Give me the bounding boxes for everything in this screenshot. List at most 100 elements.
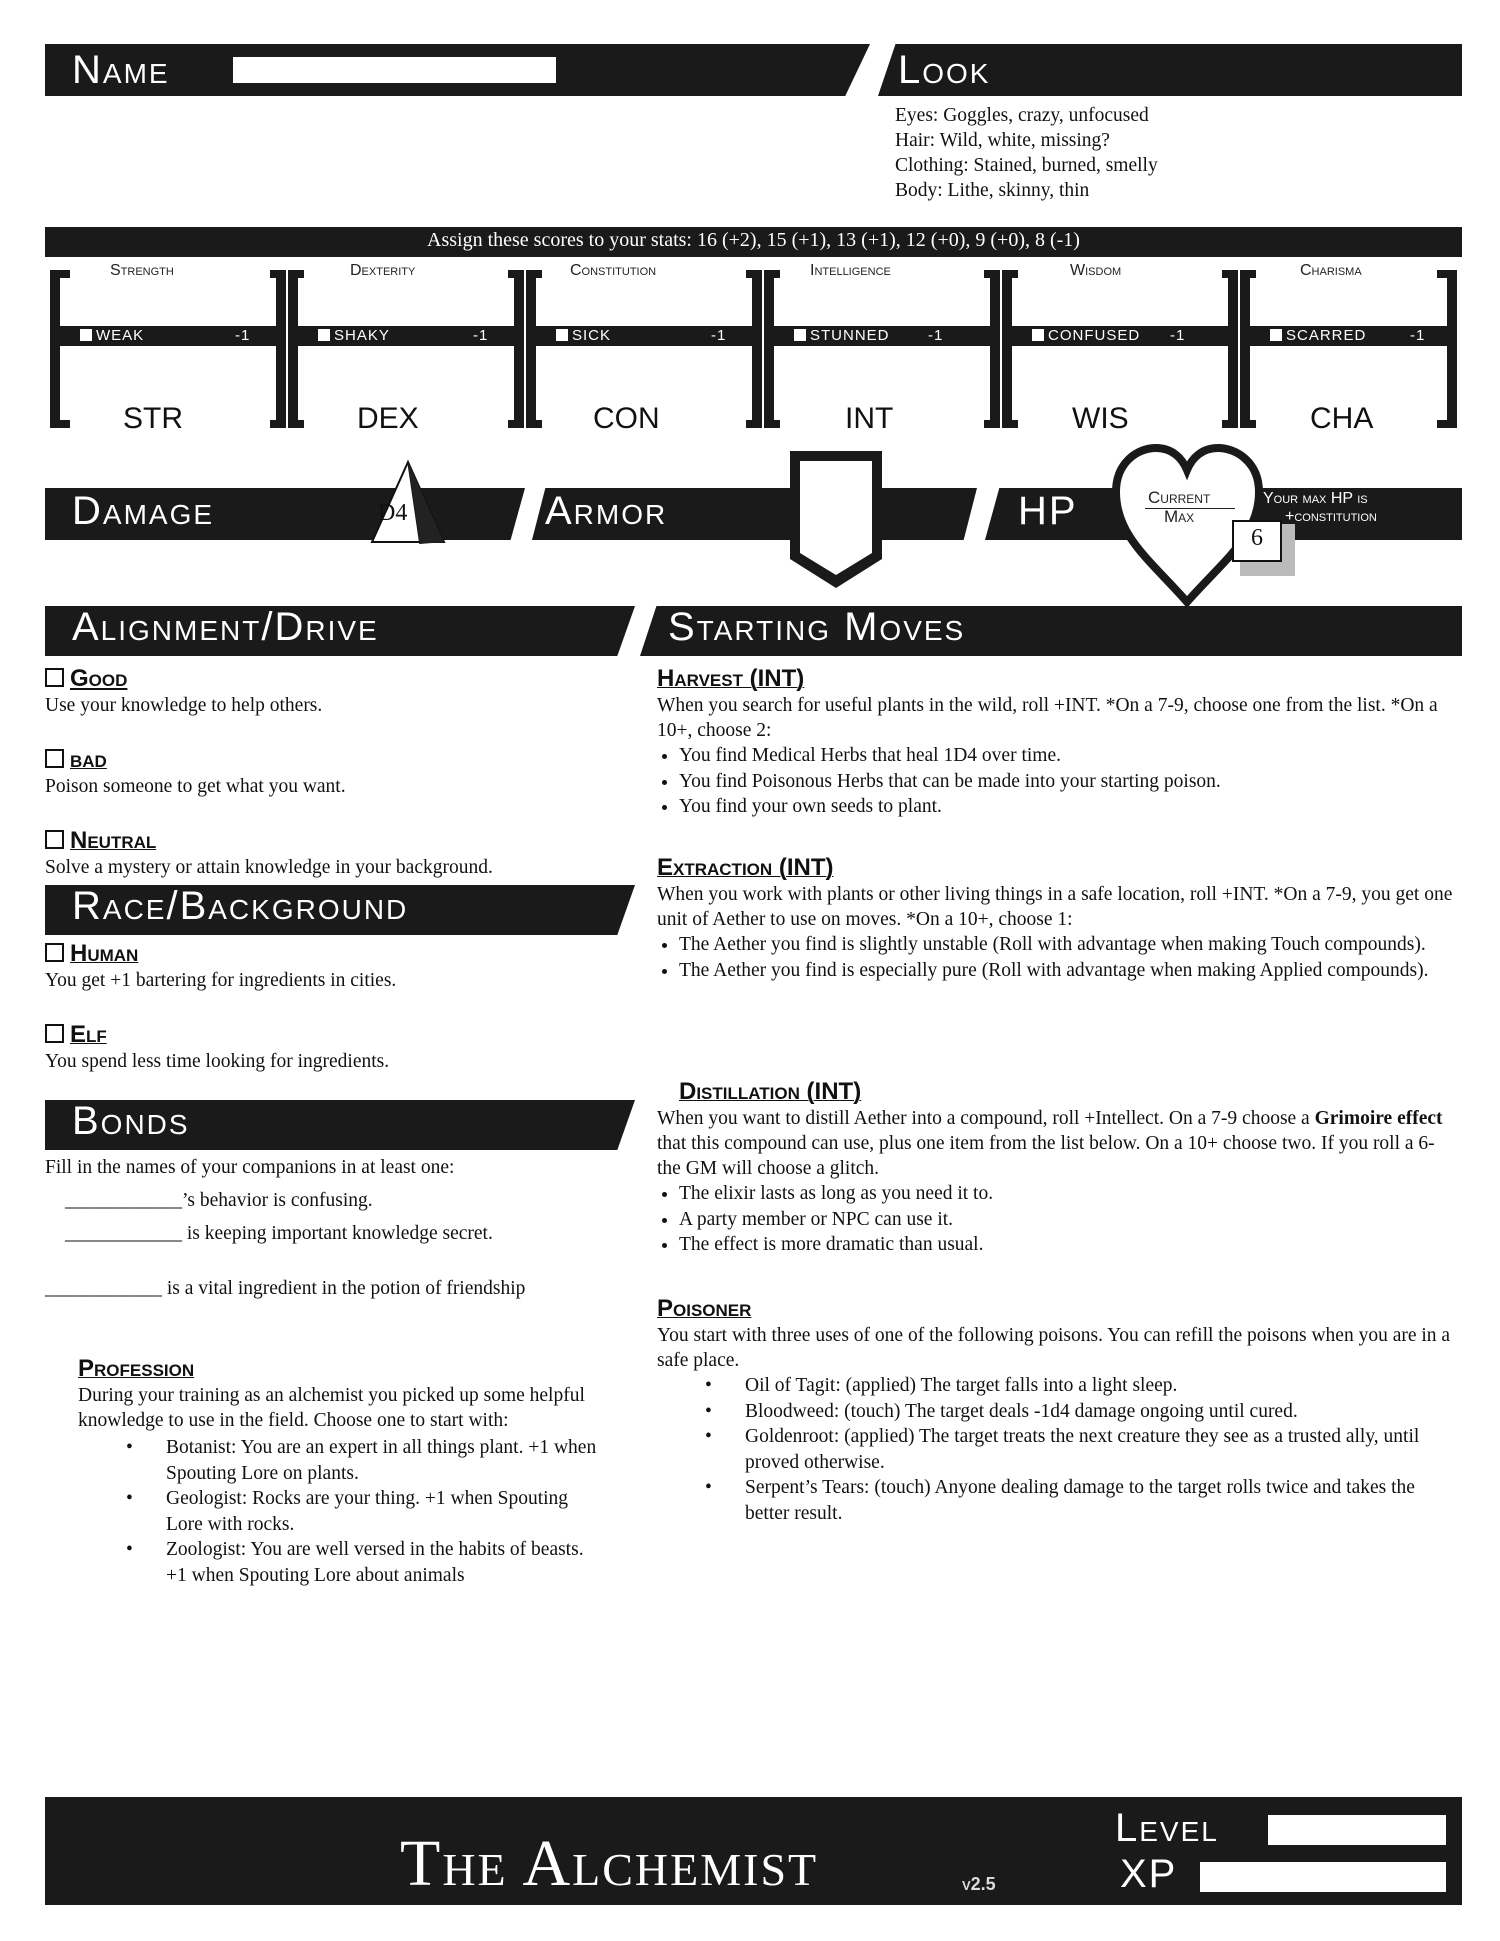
extraction-item: The Aether you find is especially pure (…	[679, 958, 1462, 984]
bond-line-3[interactable]: ____________ is a vital ingredient in th…	[45, 1278, 526, 1299]
stat-mod-input-dex[interactable]	[323, 350, 493, 380]
extraction-item: The Aether you find is slightly unstable…	[679, 932, 1462, 958]
hp-base-box	[1232, 520, 1282, 562]
stat-input-con[interactable]	[561, 282, 731, 322]
look-eyes: Eyes: Goggles, crazy, unfocused	[895, 105, 1149, 126]
hp-current-input[interactable]	[1140, 452, 1240, 484]
debility-confused[interactable]: CONFUSED	[1032, 327, 1140, 344]
stat-abbr-dex: DEX	[357, 402, 419, 435]
debility-shaky-mod: -1	[473, 327, 489, 344]
debility-checkbox[interactable]	[556, 329, 568, 341]
stat-abbr-int: INT	[845, 402, 894, 435]
race-human-desc: You get +1 bartering for ingredients in …	[45, 970, 397, 991]
alignment-neutral-checkbox[interactable]	[45, 830, 64, 849]
alignment-good[interactable]: Good	[45, 665, 635, 693]
bonds-label: Bonds	[72, 1099, 190, 1143]
damage-label: Damage	[72, 489, 215, 533]
stat-input-cha[interactable]	[1275, 282, 1435, 322]
poison-item[interactable]: •Goldenroot: (applied) The target treats…	[705, 1426, 1420, 1473]
race-human-checkbox[interactable]	[45, 943, 64, 962]
hp-label: HP	[1018, 489, 1078, 533]
stat-input-str[interactable]	[85, 282, 255, 322]
profession-title: Profession	[78, 1355, 195, 1382]
alignment-bad-checkbox[interactable]	[45, 749, 64, 768]
debility-checkbox[interactable]	[1032, 329, 1044, 341]
alignment-good-checkbox[interactable]	[45, 668, 64, 687]
stat-name-wisdom: Wisdom	[1070, 262, 1122, 279]
stat-abbr-cha: CHA	[1310, 402, 1374, 435]
debility-weak[interactable]: WEAK	[80, 327, 144, 344]
hp-divider	[1145, 508, 1235, 509]
profession-item[interactable]: •Geologist: Rocks are your thing. +1 whe…	[126, 1488, 569, 1535]
armor-shield-icon[interactable]	[786, 447, 886, 592]
stat-input-int[interactable]	[799, 282, 969, 322]
bond-line-1[interactable]: ____________’s behavior is confusing.	[65, 1190, 373, 1211]
poison-item[interactable]: •Serpent’s Tears: (touch) Anyone dealing…	[705, 1477, 1415, 1524]
harvest-item: You find Medical Herbs that heal 1D4 ove…	[679, 743, 1462, 769]
harvest-item: You find your own seeds to plant.	[679, 794, 1462, 820]
stat-input-wis[interactable]	[1037, 282, 1207, 322]
distillation-title: Distillation (INT)	[679, 1078, 862, 1105]
alignment-bad[interactable]: bad	[45, 746, 635, 774]
debility-stunned-mod: -1	[928, 327, 944, 344]
stat-name-intelligence: Intelligence	[810, 262, 891, 279]
extraction-text: When you work with plants or other livin…	[657, 884, 1453, 930]
debility-sick-mod: -1	[711, 327, 727, 344]
poison-item[interactable]: •Bloodweed: (touch) The target deals -1d…	[705, 1400, 1298, 1422]
extraction-title: Extraction (INT)	[657, 854, 834, 881]
debility-scarred-mod: -1	[1410, 327, 1426, 344]
name-input[interactable]	[233, 57, 556, 83]
look-list: Eyes: Goggles, crazy, unfocused Hair: Wi…	[895, 103, 1158, 203]
look-body: Body: Lithe, skinny, thin	[895, 180, 1090, 201]
stat-mod-input-wis[interactable]	[1037, 350, 1207, 380]
moves-label: Starting Moves	[668, 605, 966, 649]
hp-note-2: +constitution	[1285, 508, 1377, 525]
debility-weak-mod: -1	[235, 327, 251, 344]
harvest-title: Harvest (INT)	[657, 665, 805, 692]
debility-stunned[interactable]: STUNNED	[794, 327, 890, 344]
debility-scarred[interactable]: SCARRED	[1270, 327, 1366, 344]
distillation-item: The elixir lasts as long as you need it …	[679, 1181, 1462, 1207]
stat-input-dex[interactable]	[323, 282, 493, 322]
poisoner-move: Poisoner You start with three uses of on…	[657, 1295, 1462, 1526]
armor-band	[532, 488, 977, 540]
damage-band	[45, 488, 525, 540]
grimoire-effect: Grimoire effect	[1314, 1108, 1443, 1129]
stat-abbr-str: STR	[123, 402, 183, 435]
stat-abbr-wis: WIS	[1072, 402, 1129, 435]
look-clothing: Clothing: Stained, burned, smelly	[895, 155, 1158, 176]
debility-checkbox[interactable]	[794, 329, 806, 341]
debility-checkbox[interactable]	[318, 329, 330, 341]
harvest-item: You find Poisonous Herbs that can be mad…	[679, 769, 1462, 795]
stat-mod-input-cha[interactable]	[1275, 350, 1435, 380]
poison-item[interactable]: •Oil of Tagit: (applied) The target fall…	[705, 1375, 1178, 1396]
xp-input[interactable]	[1200, 1862, 1446, 1892]
debility-checkbox[interactable]	[80, 329, 92, 341]
stat-name-constitution: Constitution	[570, 262, 657, 279]
debility-checkbox[interactable]	[1270, 329, 1282, 341]
bond-line-2[interactable]: ____________ is keeping important knowle…	[65, 1223, 493, 1244]
footer-version: v2.5	[962, 1874, 996, 1894]
alignment-bad-desc: Poison someone to get what you want.	[45, 776, 346, 797]
stat-mod-input-str[interactable]	[85, 350, 255, 380]
profession-intro: During your training as an alchemist you…	[78, 1385, 585, 1431]
profession-item[interactable]: •Botanist: You are an expert in all thin…	[126, 1437, 597, 1484]
stats-banner-text: Assign these scores to your stats: 16 (+…	[427, 229, 1080, 251]
level-input[interactable]	[1268, 1815, 1446, 1845]
profession-list: •Botanist: You are an expert in all thin…	[78, 1435, 598, 1588]
debility-sick[interactable]: SICK	[556, 327, 611, 344]
race-elf-checkbox[interactable]	[45, 1024, 64, 1043]
debility-shaky[interactable]: SHAKY	[318, 327, 390, 344]
stat-mod-input-int[interactable]	[799, 350, 969, 380]
alignment-neutral[interactable]: Neutral	[45, 827, 635, 855]
stat-mod-input-con[interactable]	[561, 350, 731, 380]
profession-section: Profession During your training as an al…	[78, 1355, 598, 1588]
debility-confused-mod: -1	[1170, 327, 1186, 344]
profession-item[interactable]: •Zoologist: You are well versed in the h…	[126, 1539, 584, 1586]
stat-name-strength: Strength	[110, 262, 174, 279]
poisoner-text: You start with three uses of one of the …	[657, 1325, 1451, 1371]
race-human[interactable]: Human	[45, 940, 635, 968]
race-elf[interactable]: Elf	[45, 1021, 635, 1049]
distillation-item: The effect is more dramatic than usual.	[679, 1232, 1462, 1258]
extraction-list: The Aether you find is slightly unstable…	[657, 932, 1462, 983]
